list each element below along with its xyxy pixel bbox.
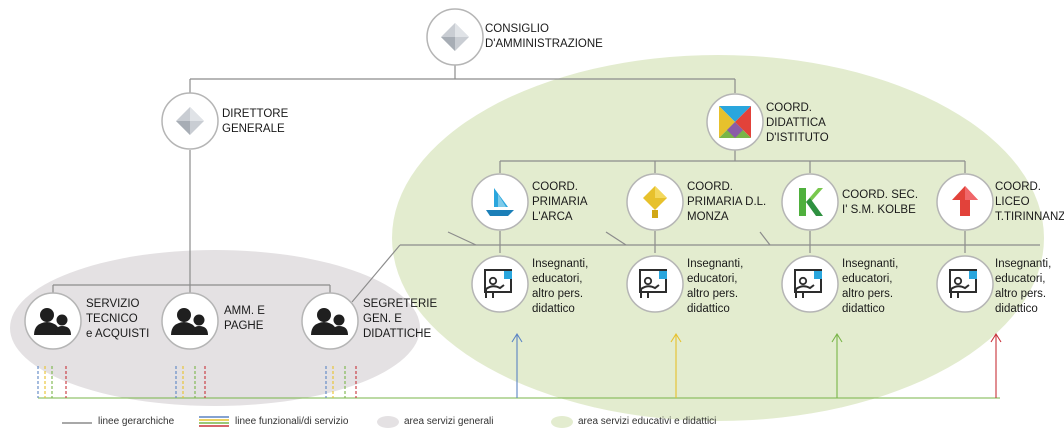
teacher-board-icon	[639, 269, 667, 298]
legend-area-educativi-swatch	[551, 416, 573, 428]
coord-primaria-arca-node	[471, 173, 529, 231]
servizio-tecnico-node	[24, 292, 82, 350]
people-icon	[34, 308, 71, 335]
insegnanti-nodes	[471, 255, 994, 313]
insegnanti-monza-label: Insegnanti,educatori,altro pers.didattic…	[687, 258, 744, 315]
teacher-board-icon	[484, 269, 512, 298]
segreterie-node	[301, 292, 359, 350]
insegnanti-liceo-label: Insegnanti,educatori,altro pers.didattic…	[995, 258, 1052, 315]
hierarchy-lines	[52, 65, 1040, 303]
dg-node	[161, 92, 219, 150]
teacher-board-icon	[794, 269, 822, 298]
legend-gerarchiche-label: linee gerarchiche	[98, 416, 175, 427]
legend-area-generali-swatch	[377, 416, 399, 428]
amm-paghe-node	[161, 292, 219, 350]
people-icon	[311, 308, 348, 335]
insegnanti-kolbe-label: Insegnanti,educatori,altro pers.didattic…	[842, 258, 899, 315]
sec-kolbe-label: COORD. SEC.I' S.M. KOLBE	[842, 189, 919, 216]
teacher-board-icon	[949, 269, 977, 298]
servizi-generali-nodes	[24, 292, 359, 350]
people-icon	[171, 308, 208, 335]
insegnanti-liceo-node	[936, 255, 994, 313]
cdi-node	[706, 93, 764, 151]
tangram-logo-icon	[719, 106, 751, 138]
house-icon	[643, 186, 667, 218]
diamond-logo-icon	[176, 107, 204, 135]
arrow-up-icon	[952, 186, 978, 216]
legend-functional-swatch	[199, 416, 229, 427]
coord-primaria-monza-node	[626, 173, 684, 231]
coord-liceo-node	[936, 173, 994, 231]
legend	[62, 416, 573, 428]
area-servizi-educativi	[392, 55, 1044, 421]
insegnanti-arca-label: Insegnanti,educatori,altro pers.didattic…	[532, 258, 589, 315]
insegnanti-arca-node	[471, 255, 529, 313]
insegnanti-kolbe-node	[781, 255, 839, 313]
functional-lines	[37, 332, 1002, 399]
legend-area-generali-label: area servizi generali	[404, 416, 494, 427]
cda-node	[426, 8, 484, 66]
legend-funzionali-label: linee funzionali/di servizio	[235, 416, 349, 427]
insegnanti-monza-node	[626, 255, 684, 313]
k-letter-icon	[799, 188, 823, 216]
boat-icon	[486, 188, 514, 216]
diamond-logo-icon	[441, 23, 469, 51]
legend-area-educativi-label: area servizi educativi e didattici	[578, 416, 717, 427]
primaria-monza-label: COORD.PRIMARIA D.L.MONZA	[687, 181, 767, 223]
coord-sec-kolbe-node	[781, 173, 839, 231]
